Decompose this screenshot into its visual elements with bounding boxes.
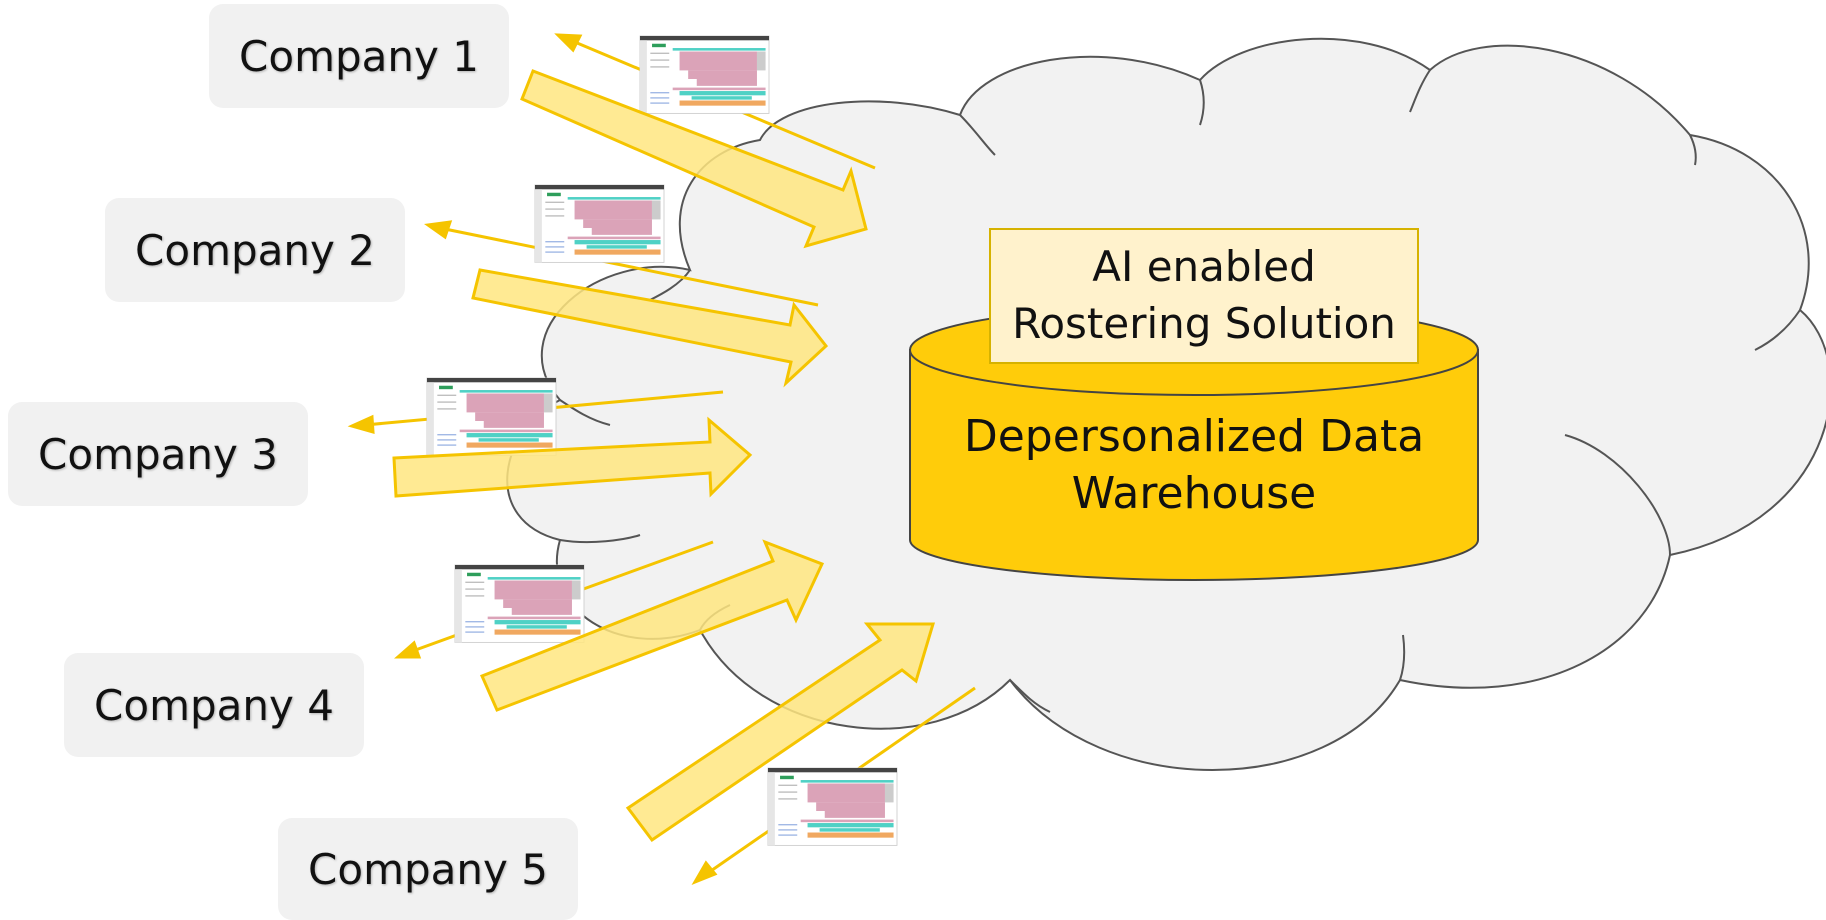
data-warehouse-label: Depersonalized Data Warehouse <box>930 405 1458 525</box>
flow-arrow-3 <box>392 416 753 498</box>
roster-thumbnail-3 <box>426 377 557 456</box>
roster-thumbnail-4 <box>454 564 585 643</box>
company-4-label: Company 4 <box>94 680 334 730</box>
flow-arrow-4 <box>479 539 825 712</box>
ai-rostering-solution-box: AI enabled Rostering Solution <box>989 228 1419 364</box>
company-5-label: Company 5 <box>308 844 548 894</box>
company-1-label: Company 1 <box>239 31 479 81</box>
company-3-label: Company 3 <box>38 429 278 479</box>
flow-arrow-5 <box>625 622 936 843</box>
company-2-label: Company 2 <box>135 225 375 275</box>
roster-thumbnail-1 <box>639 35 770 114</box>
roster-thumbnail-5 <box>767 767 898 846</box>
company-3-box: Company 3 <box>8 402 308 506</box>
ai-label-line1: AI enabled <box>1092 242 1316 292</box>
warehouse-line2: Warehouse <box>1071 468 1317 519</box>
return-arrow-2 <box>439 226 819 307</box>
company-4-box: Company 4 <box>64 653 364 757</box>
company-2-box: Company 2 <box>105 198 405 302</box>
flow-arrow-1 <box>520 69 868 249</box>
ai-label-line2: Rostering Solution <box>1012 299 1396 348</box>
flow-arrow-2 <box>471 268 829 388</box>
roster-thumbnail-2 <box>534 184 665 263</box>
company-1-box: Company 1 <box>209 4 509 108</box>
data-flow-arrows <box>392 69 936 843</box>
company-5-box: Company 5 <box>278 818 578 920</box>
warehouse-line1: Depersonalized Data <box>963 410 1425 462</box>
